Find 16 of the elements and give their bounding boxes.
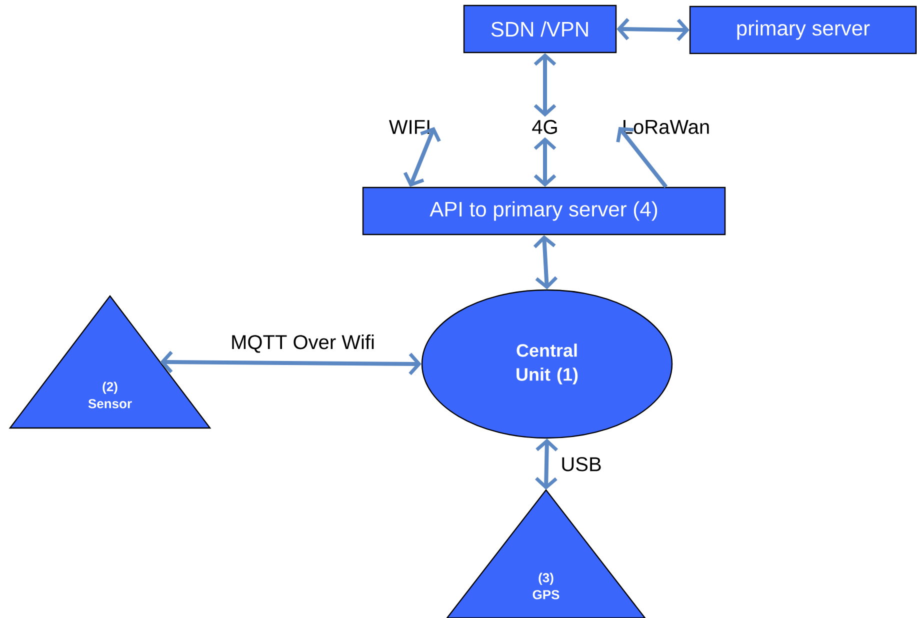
arrow: [616, 18, 690, 42]
arrow: [403, 127, 441, 187]
api-box: API to primary server (4): [362, 186, 726, 236]
arrow: [534, 53, 556, 117]
arrow: [533, 235, 558, 290]
arrow: [160, 350, 422, 376]
network-box: SDN /VPN: [463, 4, 617, 54]
arrow: [616, 127, 668, 188]
network-label: 4G: [532, 120, 557, 134]
arrow: [535, 438, 558, 490]
network-label: LoRaWan: [624, 120, 709, 134]
arrow: [534, 137, 556, 187]
edge-label: USB: [562, 457, 601, 472]
network-label: WIFI: [389, 120, 430, 134]
edge-label: MQTT Over Wifi: [232, 334, 374, 353]
server-box: primary server: [689, 6, 917, 54]
